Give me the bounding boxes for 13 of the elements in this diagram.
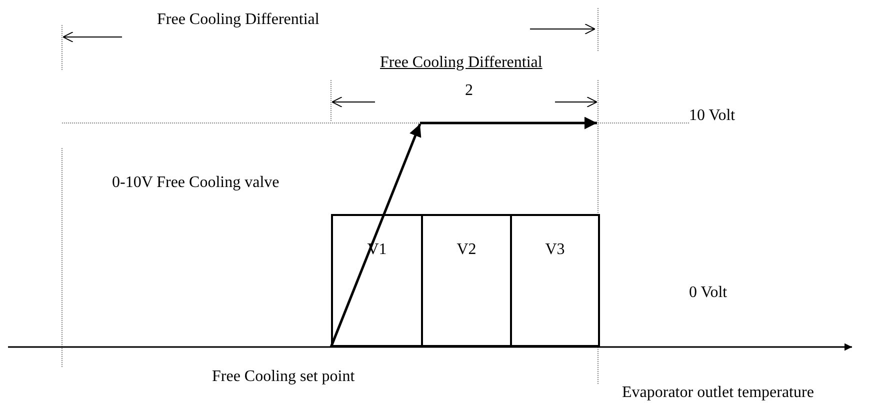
axis-annotation: Free Cooling Differential [157, 10, 320, 30]
axis-annotation: 2 [465, 81, 473, 101]
axis-annotation: Evaporator outlet temperature [622, 383, 814, 403]
valve-stage-label: V2 [456, 240, 476, 259]
valve-stage-label: V3 [545, 240, 565, 259]
axis-annotation: 0-10V Free Cooling valve [112, 173, 280, 193]
valve-stage-box [421, 214, 512, 347]
valve-stage-box [331, 214, 423, 347]
axis-annotation: Free Cooling set point [212, 367, 355, 387]
axis-annotation: 10 Volt [689, 106, 736, 126]
valve-stage-box [510, 214, 600, 347]
axis-annotation: 0 Volt [689, 283, 728, 303]
axis-annotation: Free Cooling Differential [380, 53, 542, 73]
